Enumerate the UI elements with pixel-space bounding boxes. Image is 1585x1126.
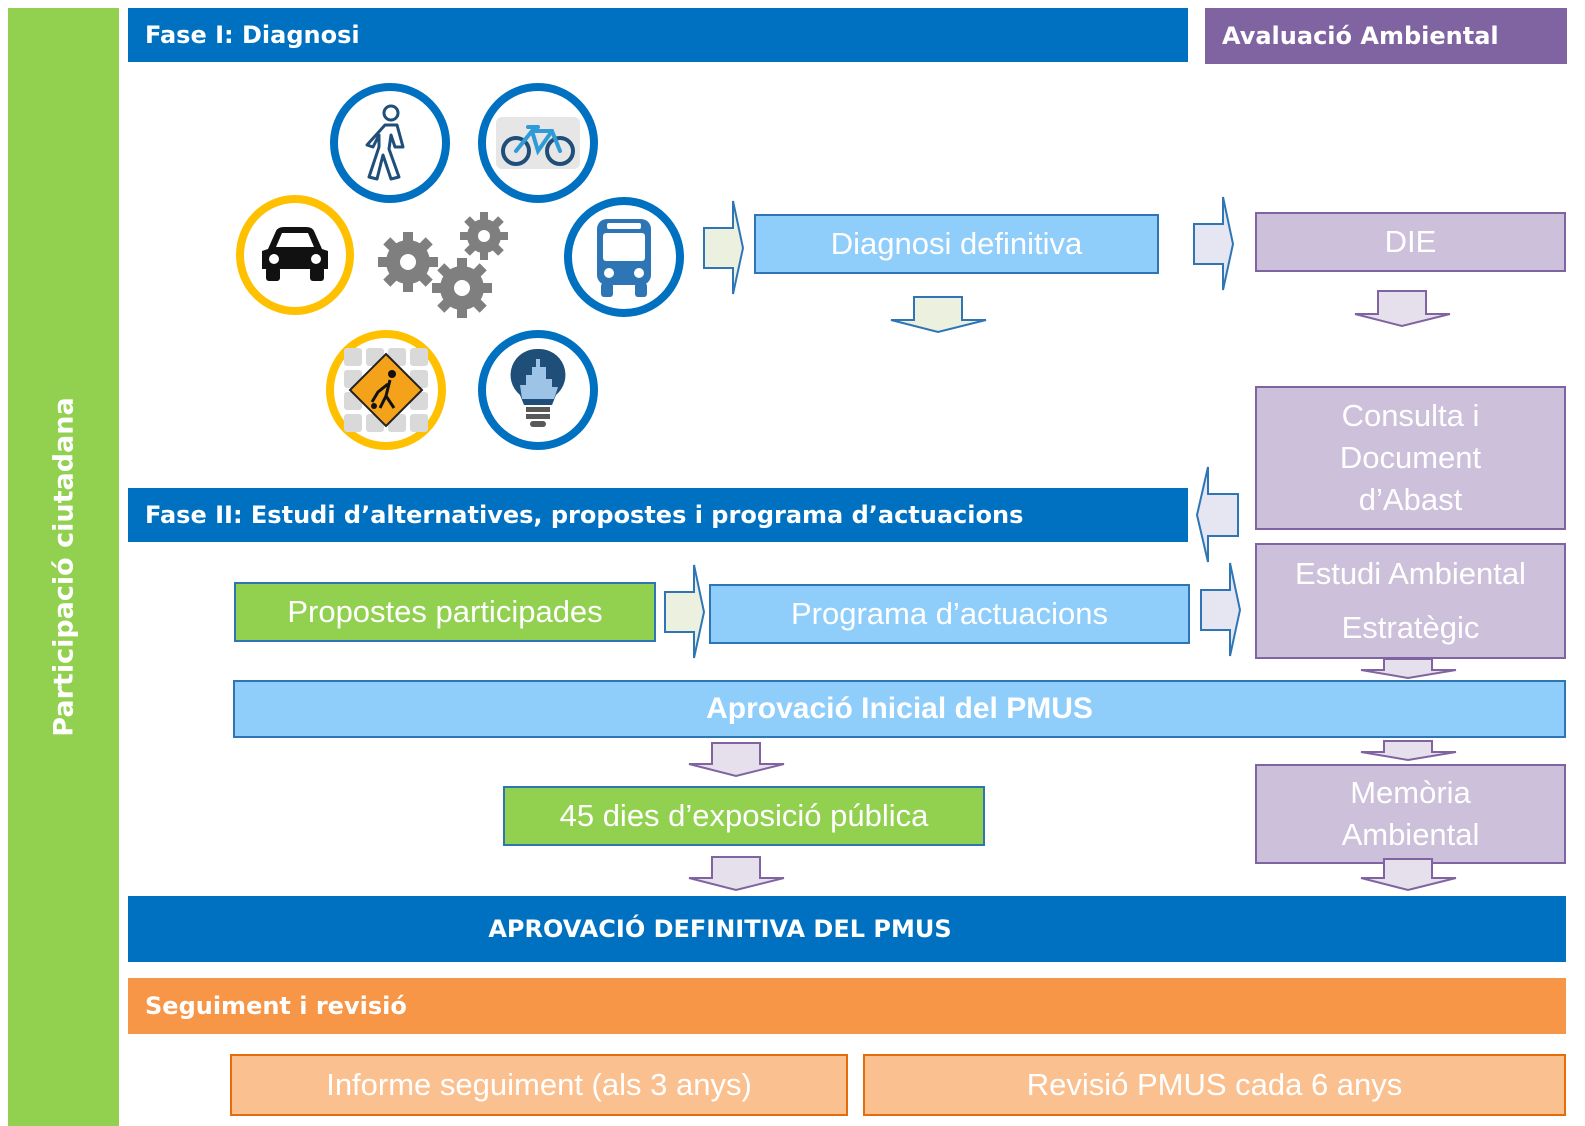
phase2-title: Fase II: Estudi d’alternatives, proposte… (145, 501, 1024, 529)
consulta-line-3: d’Abast (1358, 482, 1463, 517)
arrow-down-7 (1360, 858, 1457, 892)
lightbulb-city-icon (478, 330, 598, 450)
exposicio-publica-label: 45 dies d’exposició pública (559, 798, 929, 833)
memoria-ambiental-box: Memòria Ambiental (1255, 764, 1566, 864)
gears-icon (372, 210, 512, 320)
arrow-down-2 (1354, 290, 1451, 328)
arrow-down-6 (688, 856, 785, 892)
arrow-down-1 (890, 296, 987, 334)
consulta-document-abast-box: Consulta i Document d’Abast (1255, 386, 1566, 530)
revisio-pmus-box: Revisió PMUS cada 6 anys (863, 1054, 1566, 1116)
phase1-header: Fase I: Diagnosi (128, 8, 1188, 62)
arrow-left-1 (1195, 466, 1239, 563)
phase1-title: Fase I: Diagnosi (145, 21, 360, 49)
aprovacio-inicial-label: Aprovació Inicial del PMUS (706, 692, 1093, 725)
programa-actuacions-label: Programa d’actuacions (790, 596, 1109, 631)
sidebar-label: Participació ciutadana (48, 397, 79, 737)
seguiment-header: Seguiment i revisió (128, 978, 1566, 1034)
pedestrian-icon (330, 83, 450, 203)
memoria-line-2: Ambiental (1341, 817, 1480, 852)
aprovacio-definitiva-header: APROVACIÓ DEFINITIVA DEL PMUS (128, 896, 1566, 962)
car-icon (236, 195, 354, 315)
informe-seguiment-label: Informe seguiment (als 3 anys) (326, 1067, 752, 1102)
aprovacio-definitiva-title: APROVACIÓ DEFINITIVA DEL PMUS (488, 915, 952, 943)
aprovacio-inicial-box: Aprovació Inicial del PMUS (233, 680, 1566, 738)
env-title: Avaluació Ambiental (1222, 22, 1499, 50)
consulta-line-1: Consulta i (1341, 398, 1480, 433)
bicycle-icon (478, 83, 598, 203)
die-label: DIE (1384, 224, 1437, 259)
programa-actuacions-box: Programa d’actuacions (709, 584, 1190, 644)
arrow-right-3 (664, 564, 706, 659)
env-header: Avaluació Ambiental (1205, 8, 1567, 64)
participation-sidebar: Participació ciutadana (8, 8, 119, 1126)
arrow-down-4 (688, 742, 785, 778)
road-works-icon (326, 330, 446, 450)
estudi-line-1: Estudi Ambiental (1295, 556, 1526, 591)
seguiment-title: Seguiment i revisió (145, 992, 407, 1020)
exposicio-publica-box: 45 dies d’exposició pública (503, 786, 985, 846)
arrow-right-2 (1193, 196, 1235, 291)
arrow-down-3 (1360, 658, 1457, 680)
consulta-line-2: Document (1339, 440, 1482, 475)
informe-seguiment-box: Informe seguiment (als 3 anys) (230, 1054, 848, 1116)
diagnosi-definitiva-label: Diagnosi definitiva (830, 226, 1083, 261)
propostes-participades-label: Propostes participades (287, 594, 603, 629)
die-box: DIE (1255, 212, 1566, 272)
phase2-header: Fase II: Estudi d’alternatives, proposte… (128, 488, 1188, 542)
arrow-down-5 (1360, 740, 1457, 762)
revisio-pmus-label: Revisió PMUS cada 6 anys (1026, 1067, 1403, 1102)
arrow-right-4 (1200, 562, 1242, 657)
bus-icon (564, 197, 684, 317)
estudi-ambiental-estrategic-box: Estudi Ambiental Estratègic (1255, 543, 1566, 659)
arrow-right-1 (703, 200, 745, 295)
estudi-line-2: Estratègic (1341, 610, 1480, 645)
propostes-participades-box: Propostes participades (234, 582, 656, 642)
memoria-line-1: Memòria (1350, 775, 1471, 810)
diagnosi-definitiva-box: Diagnosi definitiva (754, 214, 1159, 274)
